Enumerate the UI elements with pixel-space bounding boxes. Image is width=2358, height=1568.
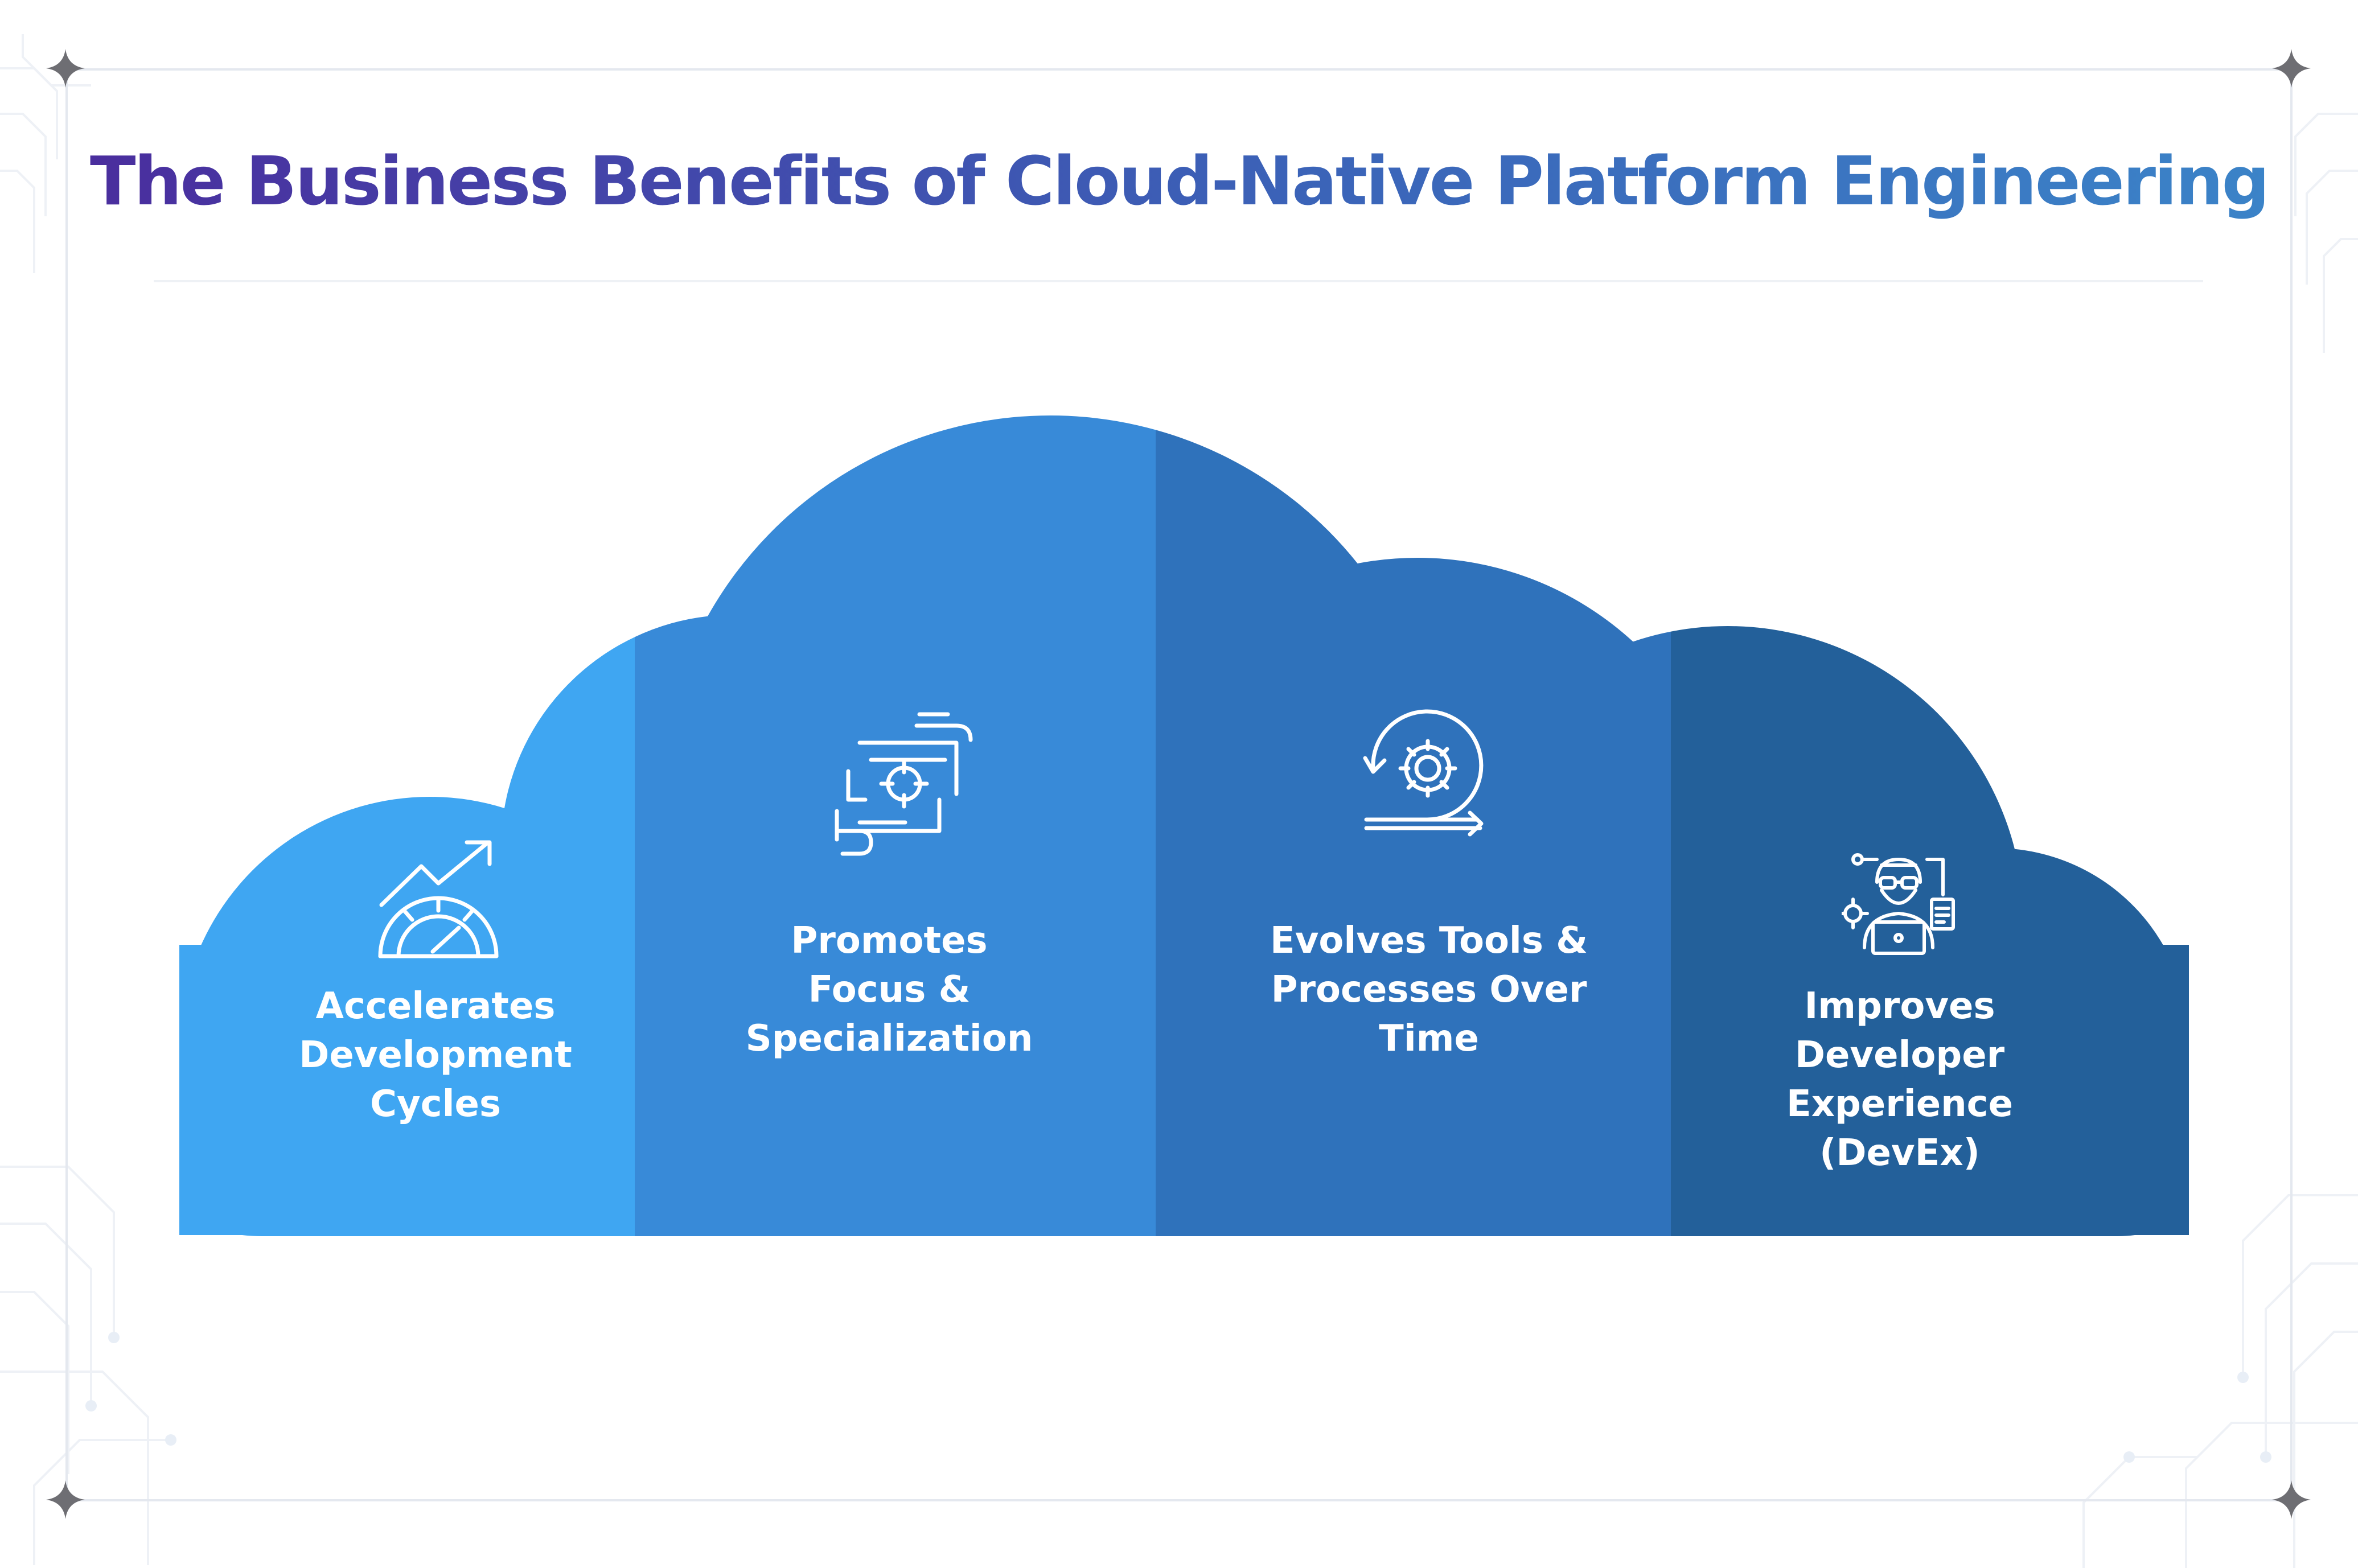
frame-bottom-line <box>65 1499 2293 1501</box>
sparkle-icon-top-right <box>2272 49 2311 88</box>
hands-focus-target-icon <box>835 712 973 856</box>
benefit-label-improves: Improves Developer Experience (DevEx) <box>1729 982 2071 1178</box>
circuit-decoration-bottom-left <box>0 1166 176 1565</box>
developer-laptop-icon <box>1842 853 1955 955</box>
sparkle-icon-bottom-left <box>46 1480 85 1519</box>
label-line: Processes Over <box>1271 969 1587 1011</box>
label-line: Promotes <box>791 920 988 962</box>
label-line: Accelerates <box>315 985 556 1027</box>
page-title: The Business Benefits of Cloud-Native Pl… <box>0 141 2358 222</box>
frame-left-line <box>65 68 68 1501</box>
frame-top-line <box>65 68 2293 71</box>
circuit-decoration-bottom-right <box>2082 1194 2358 1568</box>
label-line: Focus & <box>808 969 971 1011</box>
sparkle-icon-bottom-right <box>2272 1480 2311 1519</box>
label-line: Evolves Tools & <box>1270 920 1588 962</box>
label-line: (DevEx) <box>1819 1132 1980 1174</box>
label-line: Time <box>1379 1018 1479 1060</box>
gear-cycle-arrow-icon <box>1363 709 1484 837</box>
sparkle-icon-top-left <box>46 49 85 88</box>
label-line: Experience <box>1786 1083 2014 1125</box>
benefit-label-accelerates: Accelerates Development Cycles <box>265 982 606 1129</box>
circuit-decoration-top-right <box>2294 113 2358 353</box>
circuit-decoration-top-left <box>0 34 91 273</box>
label-line: Cycles <box>369 1083 502 1125</box>
title-divider <box>154 280 2203 282</box>
label-line: Development <box>299 1034 572 1076</box>
frame-right-line <box>2290 68 2293 1501</box>
label-line: Improves <box>1804 985 1995 1027</box>
speedometer-growth-icon <box>378 840 499 958</box>
benefit-label-promotes: Promotes Focus & Specialization <box>718 916 1060 1063</box>
label-line: Specialization <box>745 1018 1033 1060</box>
label-line: Developer <box>1794 1034 2005 1076</box>
benefit-label-evolves: Evolves Tools & Processes Over Time <box>1258 916 1600 1063</box>
